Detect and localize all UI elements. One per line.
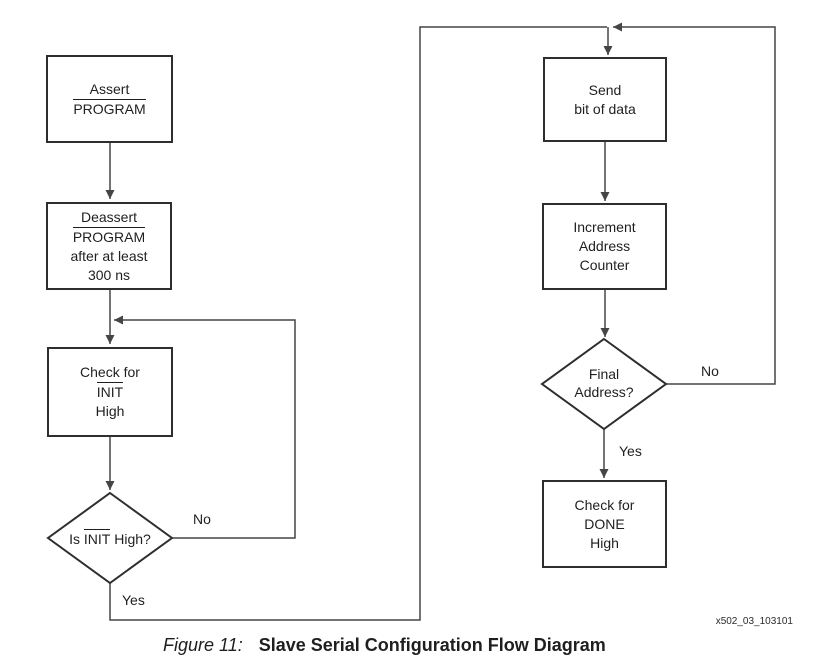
node-line: after at least	[70, 247, 148, 264]
node-line: Counter	[579, 257, 630, 273]
figure-number: Figure 11:	[163, 635, 243, 655]
edge-isinit-no-loop	[114, 315, 296, 539]
edge-isinit-yes-to-junction	[109, 26, 607, 621]
node-line: PROGRAM	[73, 98, 146, 119]
edge-label-init-yes: Yes	[122, 592, 145, 608]
label-text: High?	[110, 531, 151, 547]
node-check-init: Check for INIT High	[47, 347, 173, 437]
node-increment-counter: Increment Address Counter	[542, 203, 667, 290]
figure-title: Slave Serial Configuration Flow Diagram	[258, 635, 606, 655]
node-line: Assert	[89, 80, 130, 97]
node-line: INIT	[96, 382, 124, 402]
diamond-final-address	[540, 337, 668, 431]
diamond-is-init-high	[46, 491, 174, 585]
node-line: Send	[588, 81, 622, 98]
edge-label-final-yes: Yes	[619, 443, 642, 459]
node-line: PROGRAM	[72, 226, 146, 247]
overlined-signal: INIT	[83, 529, 111, 547]
node-check-done: Check for DONE High	[542, 480, 667, 568]
node-line: DONE	[584, 515, 625, 532]
edge-label-final-no: No	[701, 363, 719, 379]
node-line: Address	[578, 238, 631, 254]
label-text: Is	[69, 531, 84, 547]
label-is-init-high: Is INIT High?	[50, 529, 170, 548]
label-text: Address?	[574, 384, 634, 400]
node-line: Increment	[573, 219, 636, 235]
figure-code: x502_03_103101	[715, 616, 793, 627]
node-line: Check for	[574, 496, 635, 513]
edge-label-init-no: No	[193, 511, 211, 527]
edge-final-no-loop	[613, 22, 776, 385]
label-text: Final	[588, 366, 620, 382]
node-line: High	[590, 534, 619, 551]
overlined-signal: PROGRAM	[72, 226, 146, 245]
figure-caption: Figure 11: Slave Serial Configuration Flo…	[163, 635, 606, 656]
label-final-address: Final Address?	[544, 365, 664, 401]
node-assert-program: Assert PROGRAM	[46, 55, 173, 143]
node-send-bit: Send bit of data	[543, 57, 667, 142]
node-deassert-program: Deassert PROGRAM after at least 300 ns	[46, 202, 172, 290]
node-line: Deassert	[80, 208, 138, 225]
node-line: bit of data	[574, 100, 636, 117]
node-line: High	[95, 403, 125, 419]
overlined-signal: PROGRAM	[73, 98, 146, 117]
node-line: Check for	[80, 364, 140, 380]
overlined-signal: INIT	[96, 382, 124, 400]
node-line: 300 ns	[87, 266, 131, 283]
